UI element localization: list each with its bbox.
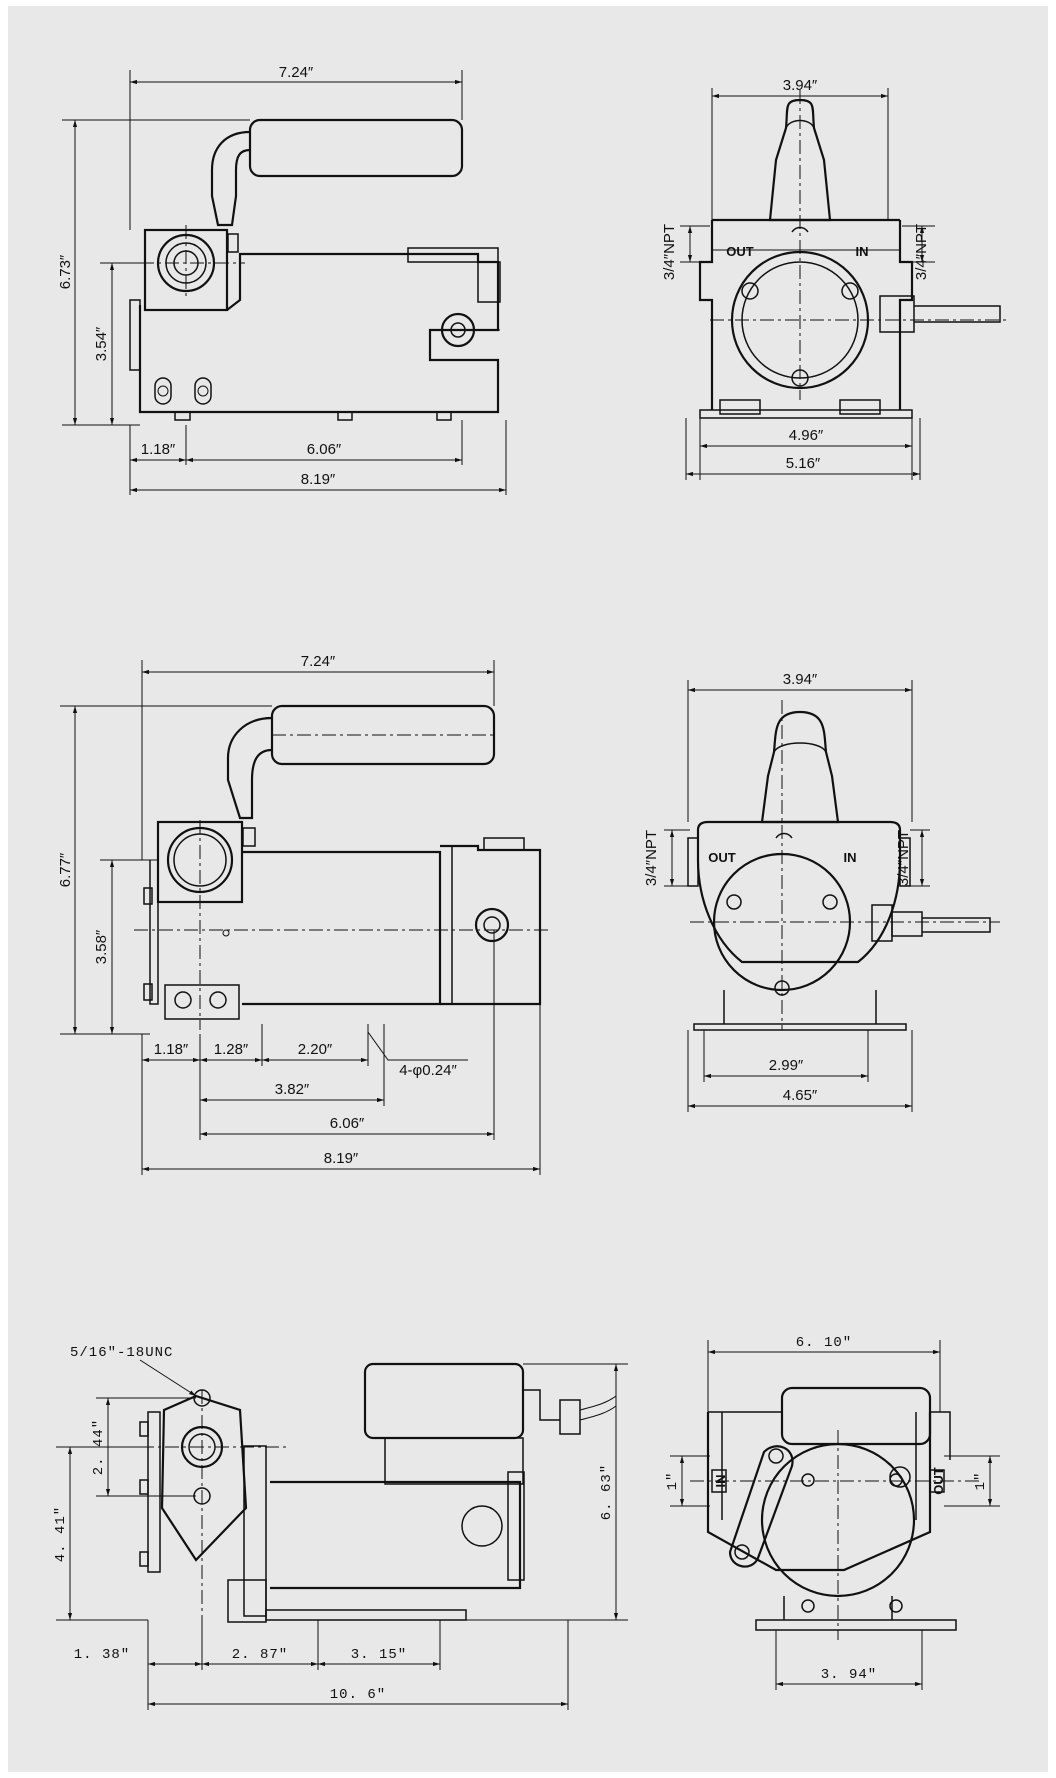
view-2-front: OUT IN 3.94″ 3/4″NPT 3/4″NPT 2.99″ 4.65″ [643, 671, 1000, 1112]
drawing-panel [8, 6, 1048, 1772]
v1-side-dim-width-top: 7.24″ [279, 64, 314, 81]
v1-front-dim-top: 3.94″ [783, 77, 818, 94]
v2-front-dim-top: 3.94″ [783, 671, 818, 688]
v2-side-dim-overall: 8.19″ [324, 1150, 359, 1167]
v2-side-dim-a: 1.28″ [214, 1041, 249, 1058]
v1-front-label-out: OUT [726, 244, 754, 259]
v3-front-label-out: OUT [931, 1467, 946, 1495]
v3-front-dim-right: 1″ [973, 1472, 989, 1491]
v3-side-dim-a: 1. 38″ [74, 1647, 130, 1663]
v2-side-dim-mount: 6.06″ [330, 1115, 365, 1132]
v1-side-dim-overall: 8.19″ [301, 471, 336, 488]
v3-side-dim-c: 3. 15″ [351, 1647, 407, 1663]
view-3-side: 5/16″-18UNC 2. 44″ 4. 41″ 6. 63″ 1. 38″ … [53, 1345, 628, 1710]
view-1-front: OUT IN 3.94″ 3/4″NPT 3/4″NPT 4.96″ 5.16″ [661, 77, 1010, 480]
v3-side-dim-b: 2. 87″ [232, 1647, 288, 1663]
v1-front-label-in: IN [856, 244, 869, 259]
v1-front-dim-npt-left: 3/4″NPT [661, 224, 678, 280]
v1-side-dim-height: 6.73″ [57, 254, 74, 289]
v3-side-dim-height: 6. 63″ [599, 1464, 615, 1520]
v1-side-dim-port-height: 3.54″ [93, 326, 110, 361]
v3-front-dim-left: 1″ [665, 1472, 681, 1491]
view-3-front: IN OUT 6. 10″ 1″ 1″ 3. 94″ [665, 1335, 1000, 1690]
v2-side-dim-height: 6.77″ [57, 852, 74, 887]
v1-side-dim-offset: 1.18″ [141, 441, 176, 458]
v2-side-dim-c: 3.82″ [275, 1081, 310, 1098]
v3-front-dim-base: 3. 94″ [821, 1667, 877, 1683]
v2-side-dim-holes: 4-φ0.24″ [399, 1062, 457, 1079]
v3-side-dim-thread: 5/16″-18UNC [70, 1345, 173, 1361]
v1-front-dim-base-inner: 4.96″ [789, 427, 824, 444]
v3-side-dim-overall: 10. 6″ [330, 1687, 386, 1703]
v1-front-dim-base-outer: 5.16″ [786, 455, 821, 472]
v2-side-dim-port-height: 3.58″ [93, 929, 110, 964]
view-2-side: 7.24″ 6.77″ 3.58″ 1.18″ 1.28″ 2.20″ 4-φ0… [57, 653, 550, 1175]
v2-front-label-out: OUT [708, 850, 736, 865]
v3-side-dim-port-height: 4. 41″ [53, 1506, 69, 1562]
v3-front-dim-top: 6. 10″ [796, 1335, 852, 1351]
view-1-side: 7.24″ 6.73″ 3.54″ 1.18″ 6.06″ 8.19″ [57, 64, 507, 495]
v2-side-dim-width-top: 7.24″ [301, 653, 336, 670]
v2-front-dim-base-inner: 2.99″ [769, 1057, 804, 1074]
v2-front-dim-npt-right: 3/4″NPT [895, 830, 912, 886]
v2-front-dim-npt-left: 3/4″NPT [643, 830, 660, 886]
v1-side-dim-mount: 6.06″ [307, 441, 342, 458]
v2-side-dim-b: 2.20″ [298, 1041, 333, 1058]
v1-front-dim-npt-right: 3/4″NPT [913, 224, 930, 280]
v2-front-dim-base-outer: 4.65″ [783, 1087, 818, 1104]
v2-side-dim-offset: 1.18″ [154, 1041, 189, 1058]
v2-front-label-in: IN [844, 850, 857, 865]
